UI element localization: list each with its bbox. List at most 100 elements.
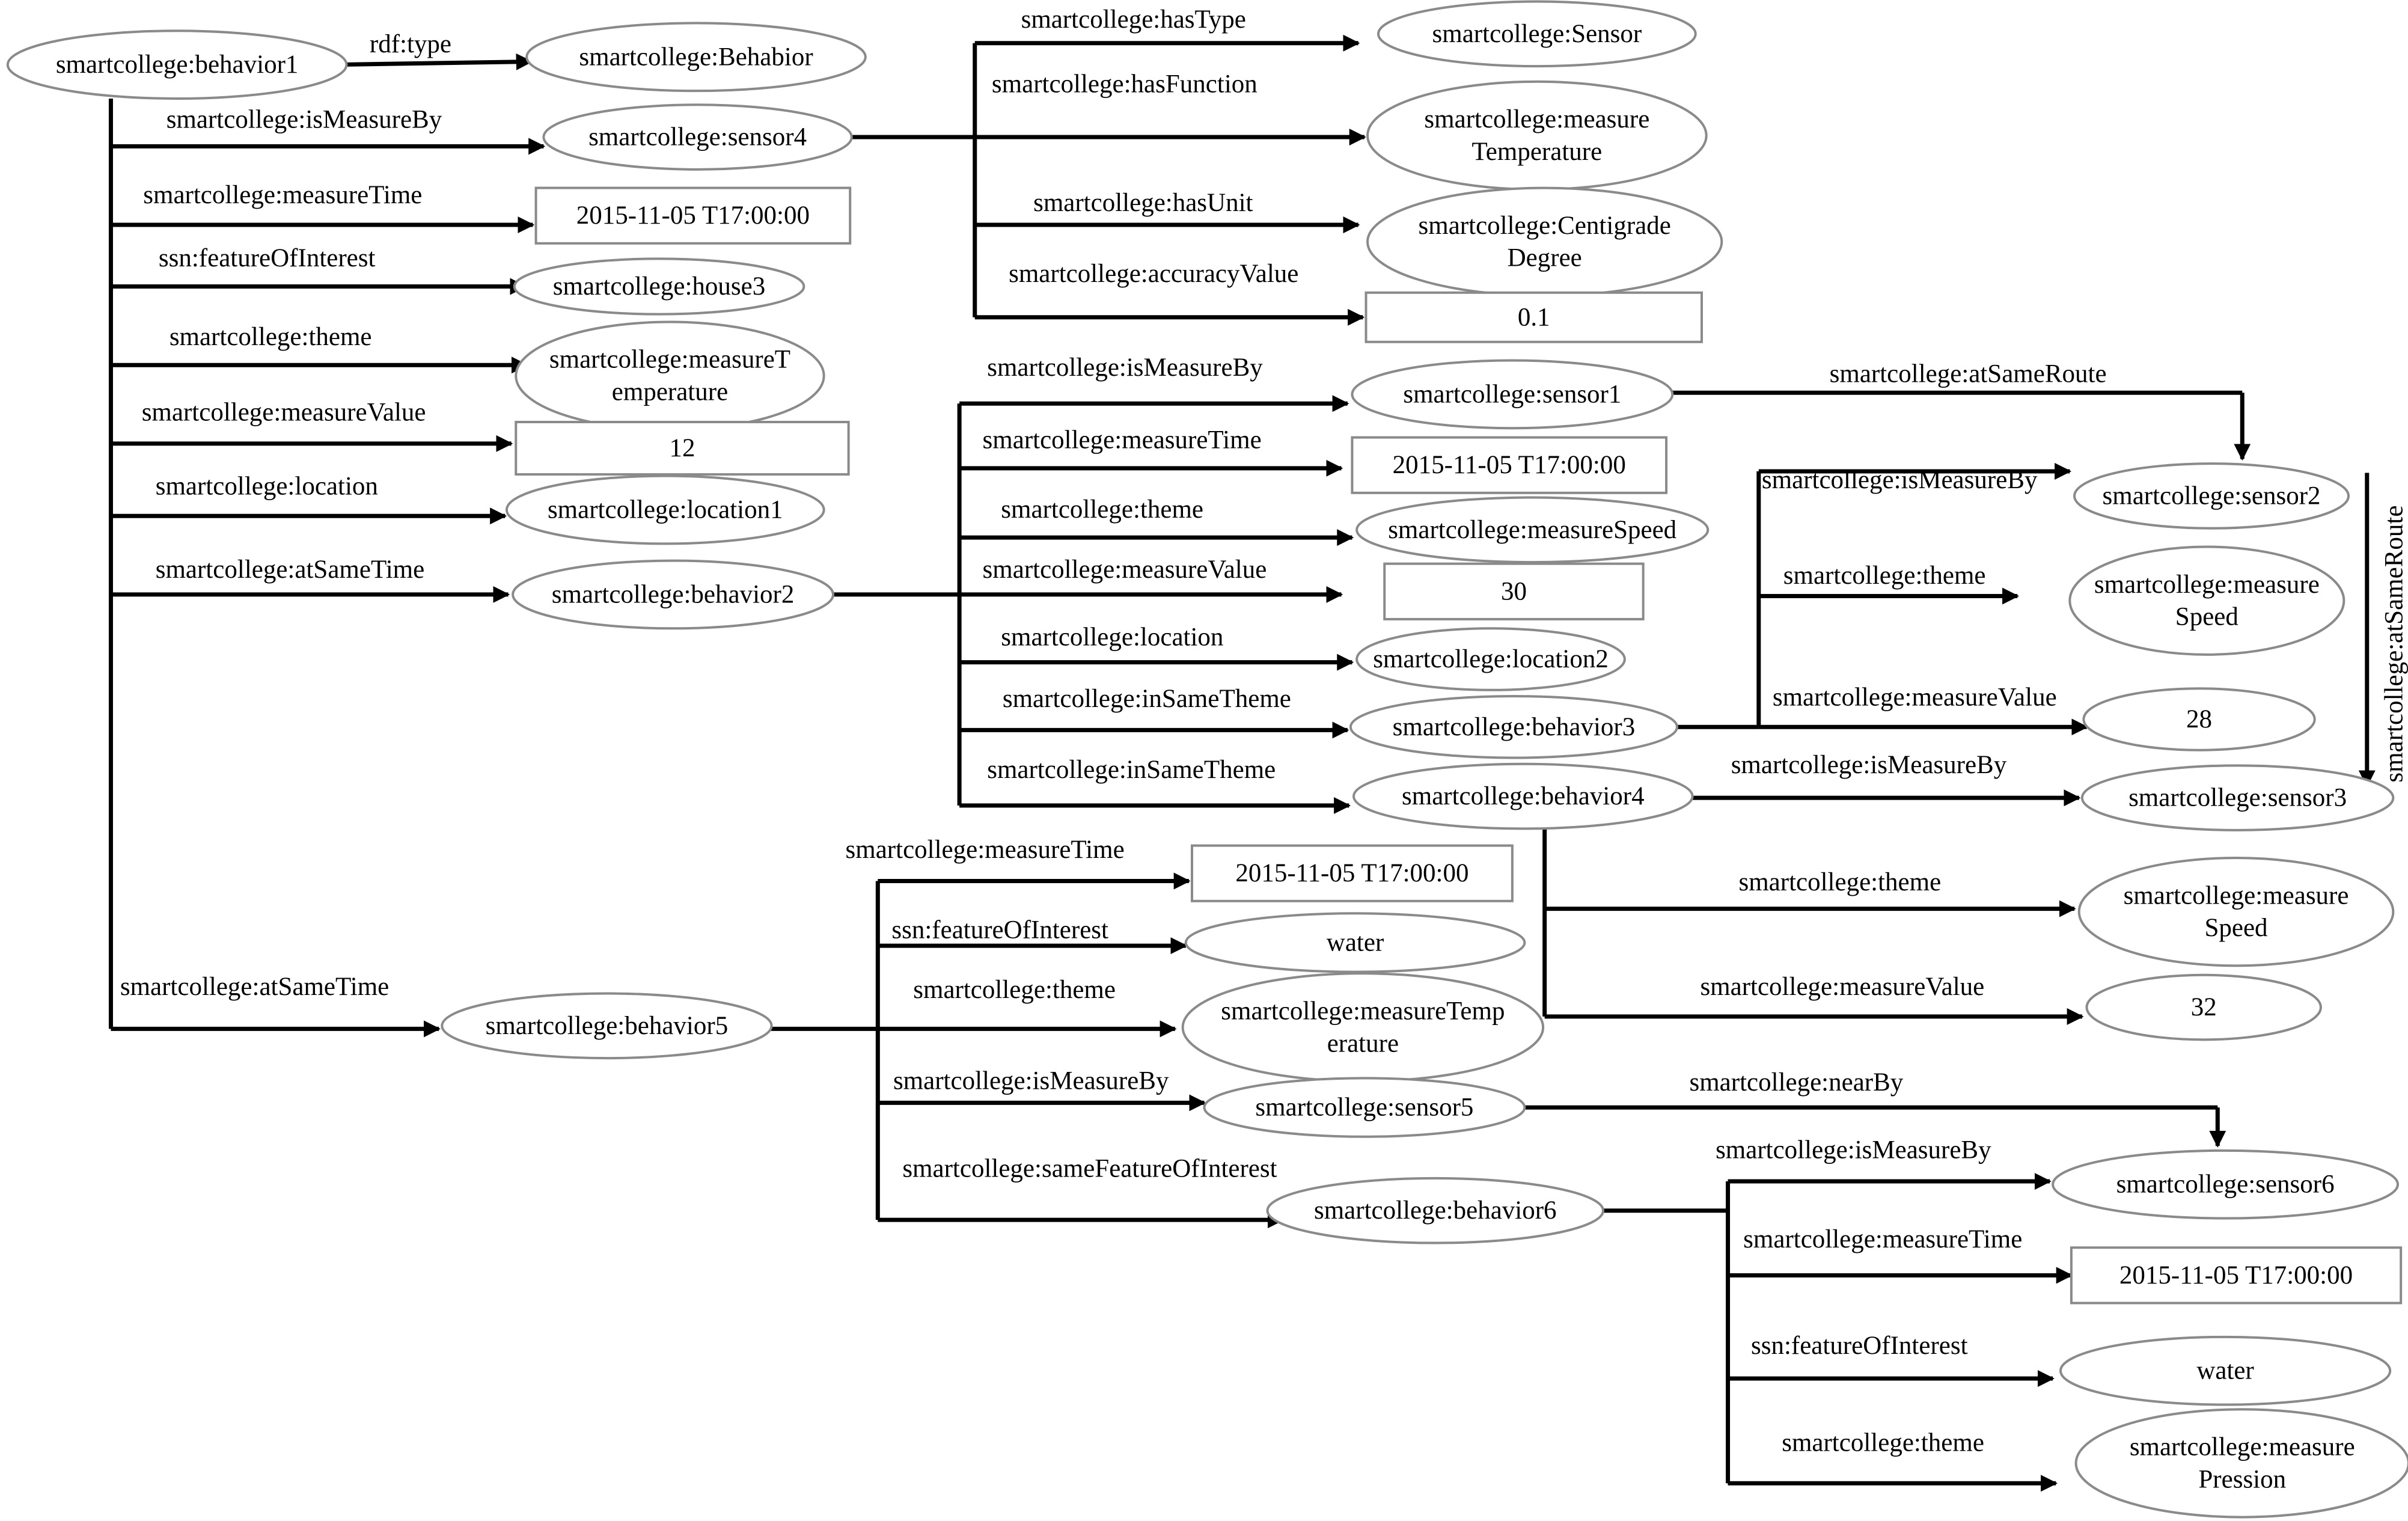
edge-label-b3_isMeasureBy: smartcollege:isMeasureBy bbox=[1762, 466, 2038, 494]
edge-label-b3_measureValue: smartcollege:measureValue bbox=[1773, 683, 2057, 711]
literal-box-time6[interactable]: 2015-11-05 T17:00:00 bbox=[2070, 1246, 2403, 1305]
edge-label-b3_theme: smartcollege:theme bbox=[1783, 562, 1986, 590]
nodes-layer: smartcollege:behavior1 smartcollege:Behab… bbox=[6, 0, 2408, 1519]
node-behavior6[interactable]: smartcollege:behavior6 bbox=[1266, 1177, 1605, 1244]
node-water5[interactable]: water bbox=[1184, 912, 1526, 973]
node-location2[interactable]: smartcollege:location2 bbox=[1355, 627, 1626, 691]
node-label-line: Pression bbox=[2198, 1465, 2286, 1493]
node-speed3[interactable]: smartcollege:measureSpeed bbox=[2068, 545, 2345, 656]
edge-label-b4_theme: smartcollege:theme bbox=[1738, 868, 1941, 896]
node-label-line: smartcollege:measure bbox=[2094, 571, 2320, 599]
node-ellipse bbox=[525, 22, 867, 93]
edge-label-b4_measureValue: smartcollege:measureValue bbox=[1700, 973, 1984, 1001]
node-ellipse bbox=[1181, 972, 1545, 1083]
connector-line bbox=[335, 53, 533, 70]
literal-box-time5[interactable]: 2015-11-05 T17:00:00 bbox=[1190, 844, 1514, 902]
node-sensor1[interactable]: smartcollege:sensor1 bbox=[1351, 359, 1674, 430]
node-label-line: Speed bbox=[2175, 603, 2238, 631]
node-ellipse bbox=[441, 992, 773, 1060]
edge-label-b6_featureOfInterest: ssn:featureOfInterest bbox=[1751, 1332, 1968, 1360]
node-ellipse bbox=[2059, 1335, 2392, 1406]
node-sensor4[interactable]: smartcollege:sensor4 bbox=[542, 103, 853, 171]
literal-box-shape bbox=[534, 186, 852, 245]
node-label-line: smartcollege:Centigrade bbox=[1419, 212, 1671, 240]
node-speed4[interactable]: smartcollege:measureSpeed bbox=[2077, 857, 2395, 967]
literal-box-shape bbox=[1383, 562, 1645, 620]
node-ellipse bbox=[1355, 627, 1626, 691]
edge-label-b2_theme: smartcollege:theme bbox=[1001, 495, 1203, 524]
node-ellipse bbox=[1203, 1077, 1526, 1138]
node-label-line: smartcollege:location2 bbox=[1373, 645, 1609, 673]
node-sensor5[interactable]: smartcollege:sensor5 bbox=[1203, 1077, 1526, 1138]
edge-label-b6_isMeasureBy: smartcollege:isMeasureBy bbox=[1716, 1136, 1991, 1164]
literal-box-time1[interactable]: 2015-11-05 T17:00:00 bbox=[534, 186, 852, 245]
node-label-line: smartcollege:house3 bbox=[553, 272, 765, 301]
edge-label-b1_featureOfInterest: ssn:featureOfInterest bbox=[159, 244, 376, 272]
edge-label-b6_theme: smartcollege:theme bbox=[1782, 1428, 1984, 1457]
labels-layer: rdf:typesmartcollege:isMeasureBysmartcol… bbox=[120, 5, 2408, 1457]
node-house3[interactable]: smartcollege:house3 bbox=[513, 257, 805, 316]
node-ellipse bbox=[1184, 912, 1526, 973]
edge-label-b5_theme: smartcollege:theme bbox=[913, 976, 1116, 1004]
node-water6[interactable]: water bbox=[2059, 1335, 2392, 1406]
edge-label-s2_atSameRoute: smartcollege:atSameRoute bbox=[2380, 506, 2408, 783]
edge-label-b2_measureTime: smartcollege:measureTime bbox=[983, 426, 1262, 454]
node-label-line: smartcollege:behavior5 bbox=[486, 1012, 729, 1040]
literal-box-time2[interactable]: 2015-11-05 T17:00:00 bbox=[1351, 436, 1668, 494]
node-sensor3[interactable]: smartcollege:sensor3 bbox=[2080, 764, 2395, 831]
node-label-line: 30 bbox=[1501, 577, 1527, 605]
edge-label-b2_inSameTheme1: smartcollege:inSameTheme bbox=[1003, 685, 1291, 713]
edge-label-b1_location: smartcollege:location bbox=[156, 472, 378, 500]
node-location1[interactable]: smartcollege:location1 bbox=[505, 474, 825, 545]
node-ellipse bbox=[1366, 186, 1723, 297]
node-behabior[interactable]: smartcollege:Behabior bbox=[525, 22, 867, 93]
edge-label-s4_hasUnit: smartcollege:hasUnit bbox=[1033, 189, 1253, 217]
node-ellipse bbox=[513, 257, 805, 316]
node-sensor6[interactable]: smartcollege:sensor6 bbox=[2052, 1149, 2400, 1220]
edge-label-b1_measureTime: smartcollege:measureTime bbox=[143, 181, 422, 209]
node-ellipse bbox=[2073, 462, 2350, 530]
node-sensor2[interactable]: smartcollege:sensor2 bbox=[2073, 462, 2350, 530]
literal-box-shape bbox=[1364, 291, 1704, 343]
edge-label-s4_accuracyValue: smartcollege:accuracyValue bbox=[1009, 260, 1298, 288]
edge-label-b2_inSameTheme2: smartcollege:inSameTheme bbox=[987, 756, 1276, 784]
edge-label-b4_isMeasureBy: smartcollege:isMeasureBy bbox=[1731, 751, 2007, 779]
node-label-line: smartcollege:sensor5 bbox=[1255, 1094, 1473, 1122]
node-label-line: smartcollege:behavior2 bbox=[552, 580, 795, 608]
edge-label-b6_measureTime: smartcollege:measureTime bbox=[1743, 1225, 2022, 1253]
node-ellipse bbox=[1351, 359, 1674, 430]
node-sensor[interactable]: smartcollege:Sensor bbox=[1377, 0, 1697, 68]
node-ellipse bbox=[2074, 1408, 2408, 1519]
node-label-line: smartcollege:measureSpeed bbox=[1388, 516, 1676, 544]
node-ellipse bbox=[2082, 687, 2316, 751]
node-behavior2[interactable]: smartcollege:behavior2 bbox=[512, 559, 835, 630]
literal-box-val12[interactable]: 12 bbox=[515, 420, 850, 476]
node-val28[interactable]: 28 bbox=[2082, 687, 2316, 751]
node-behavior4[interactable]: smartcollege:behavior4 bbox=[1352, 762, 1694, 830]
edge-label-b1_atSameTime1: smartcollege:atSameTime bbox=[156, 555, 424, 584]
node-ellipse bbox=[2080, 764, 2395, 831]
edge-label-b5_featureOfInterest: ssn:featureOfInterest bbox=[891, 916, 1108, 944]
node-label-line: Degree bbox=[1508, 244, 1582, 272]
literal-box-shape bbox=[515, 420, 850, 476]
node-label-line: 2015-11-05 T17:00:00 bbox=[2119, 1261, 2353, 1290]
node-label-line: smartcollege:behavior6 bbox=[1314, 1196, 1557, 1225]
node-behavior3[interactable]: smartcollege:behavior3 bbox=[1349, 695, 1679, 759]
node-behavior5[interactable]: smartcollege:behavior5 bbox=[441, 992, 773, 1060]
node-val32[interactable]: 32 bbox=[2085, 973, 2322, 1041]
literal-box-acc[interactable]: 0.1 bbox=[1364, 291, 1704, 343]
literal-box-val30[interactable]: 30 bbox=[1383, 562, 1645, 620]
node-ellipse bbox=[1352, 762, 1694, 830]
node-behavior1[interactable]: smartcollege:behavior1 bbox=[6, 29, 348, 100]
edge-label-s5_nearBy: smartcollege:nearBy bbox=[1690, 1068, 1904, 1097]
node-label-line: Temperature bbox=[1472, 138, 1603, 166]
edge-label-b2_isMeasureBy: smartcollege:isMeasureBy bbox=[987, 353, 1263, 382]
node-mspeed[interactable]: smartcollege:measureSpeed bbox=[1355, 496, 1710, 564]
node-label-line: 12 bbox=[669, 434, 695, 462]
